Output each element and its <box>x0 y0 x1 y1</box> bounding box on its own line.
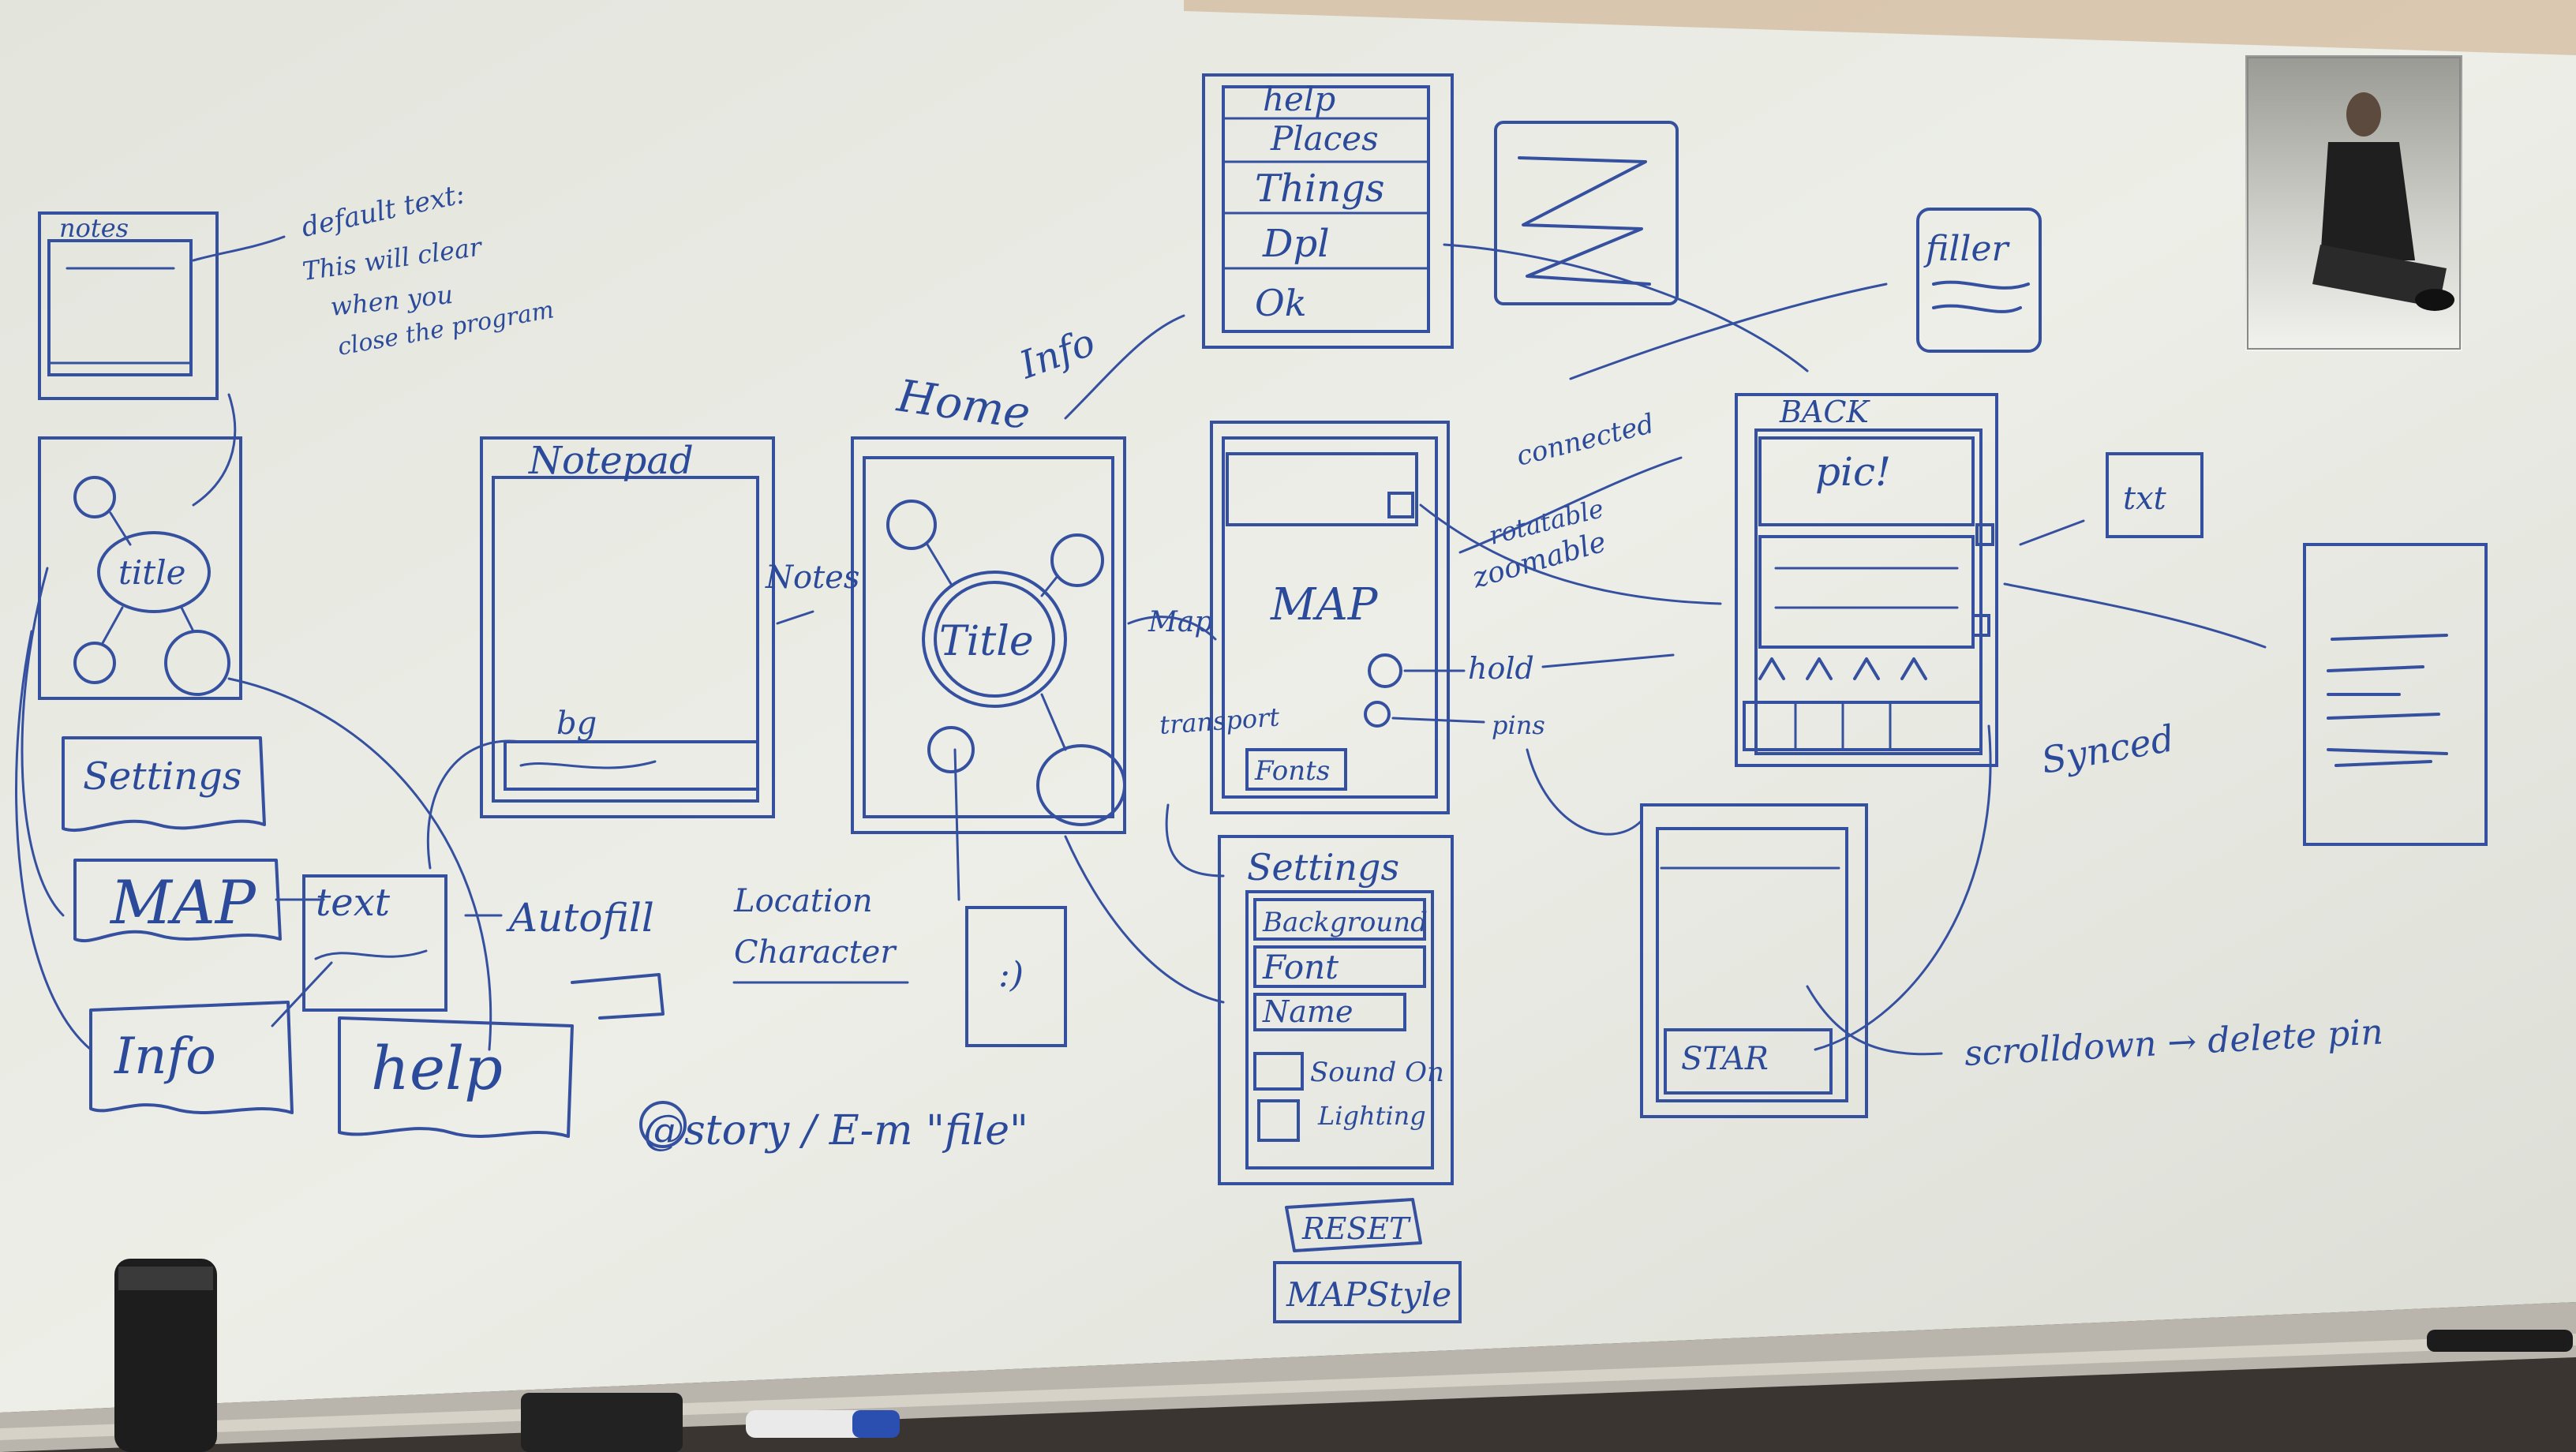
help-menu-item-1: help <box>1263 80 1335 118</box>
help-menu-item-3: Things <box>1255 167 1385 211</box>
back-label: BACK <box>1779 395 1870 429</box>
settings-title: Settings <box>1247 846 1399 889</box>
info-wave-label: Info <box>114 1027 216 1086</box>
notes-screen-label: notes <box>59 213 129 243</box>
home-screen-sketch: Home Info Title Notes Map Location Chara… <box>639 314 1225 1154</box>
help-wave-label: help <box>371 1033 503 1103</box>
whiteboard-surface <box>0 0 2576 1413</box>
filler-label: filler <box>1923 229 2011 269</box>
annotation-pins: pins <box>1492 710 1545 740</box>
font-box-label: Fonts <box>1254 755 1330 787</box>
settings-item-2: Font <box>1262 948 1339 986</box>
map-arrow-label: Map <box>1148 606 1212 638</box>
location-label: Location <box>733 883 873 919</box>
reset-button-sketch: RESET <box>1301 1211 1411 1246</box>
help-menu-item-4: Dpl <box>1262 222 1330 266</box>
settings-item-5: Lighting <box>1317 1101 1426 1131</box>
notepad-bg-label: bg <box>556 705 597 742</box>
settings-item-4: Sound On <box>1310 1057 1444 1088</box>
help-menu-item-5: Ok <box>1255 282 1307 324</box>
annotation-hold: hold <box>1468 651 1534 686</box>
settings-item-1: Background <box>1262 907 1428 938</box>
settings-item-3: Name <box>1262 994 1353 1029</box>
character-label: Character <box>734 934 897 971</box>
text-box-label: text <box>316 881 391 925</box>
map-screen-title: MAP <box>1270 579 1379 631</box>
marker-object-black <box>2427 1330 2573 1352</box>
settings-wave-label: Settings <box>83 754 242 799</box>
notepad-header: Notepad <box>528 439 694 483</box>
smiley-label: :) <box>998 955 1024 995</box>
settings-screen-sketch: Settings Background Font Name Sound On L… <box>1218 835 1462 1323</box>
pic-label: pic! <box>1815 449 1891 495</box>
eraser-object <box>521 1393 683 1452</box>
whiteboard-top-frame <box>1184 0 2576 55</box>
map-wave-label: MAP <box>109 867 257 937</box>
autofill-label: Autofill <box>506 895 654 941</box>
help-menu-sketch: help Places Things Dpl Ok <box>1202 73 1809 372</box>
map-style-button-sketch: MAPStyle <box>1286 1275 1451 1314</box>
title-bubble-label: title <box>118 553 185 592</box>
notepad-screen-sketch: Notepad bg Autofill <box>426 436 775 1020</box>
home-nav-label: Notes <box>765 559 859 596</box>
home-title: Title <box>939 618 1034 665</box>
map-screen-sketch: MAP transport Fonts connected rotatable … <box>1159 408 1722 878</box>
pin-star-label: STAR <box>1681 1041 1769 1077</box>
story-note: @story / E-m "file" <box>643 1107 1028 1154</box>
thermos-object <box>114 1259 217 1452</box>
txt-label: txt <box>2123 481 2167 517</box>
taped-photograph <box>2245 55 2462 351</box>
help-menu-item-2: Places <box>1270 119 1379 158</box>
